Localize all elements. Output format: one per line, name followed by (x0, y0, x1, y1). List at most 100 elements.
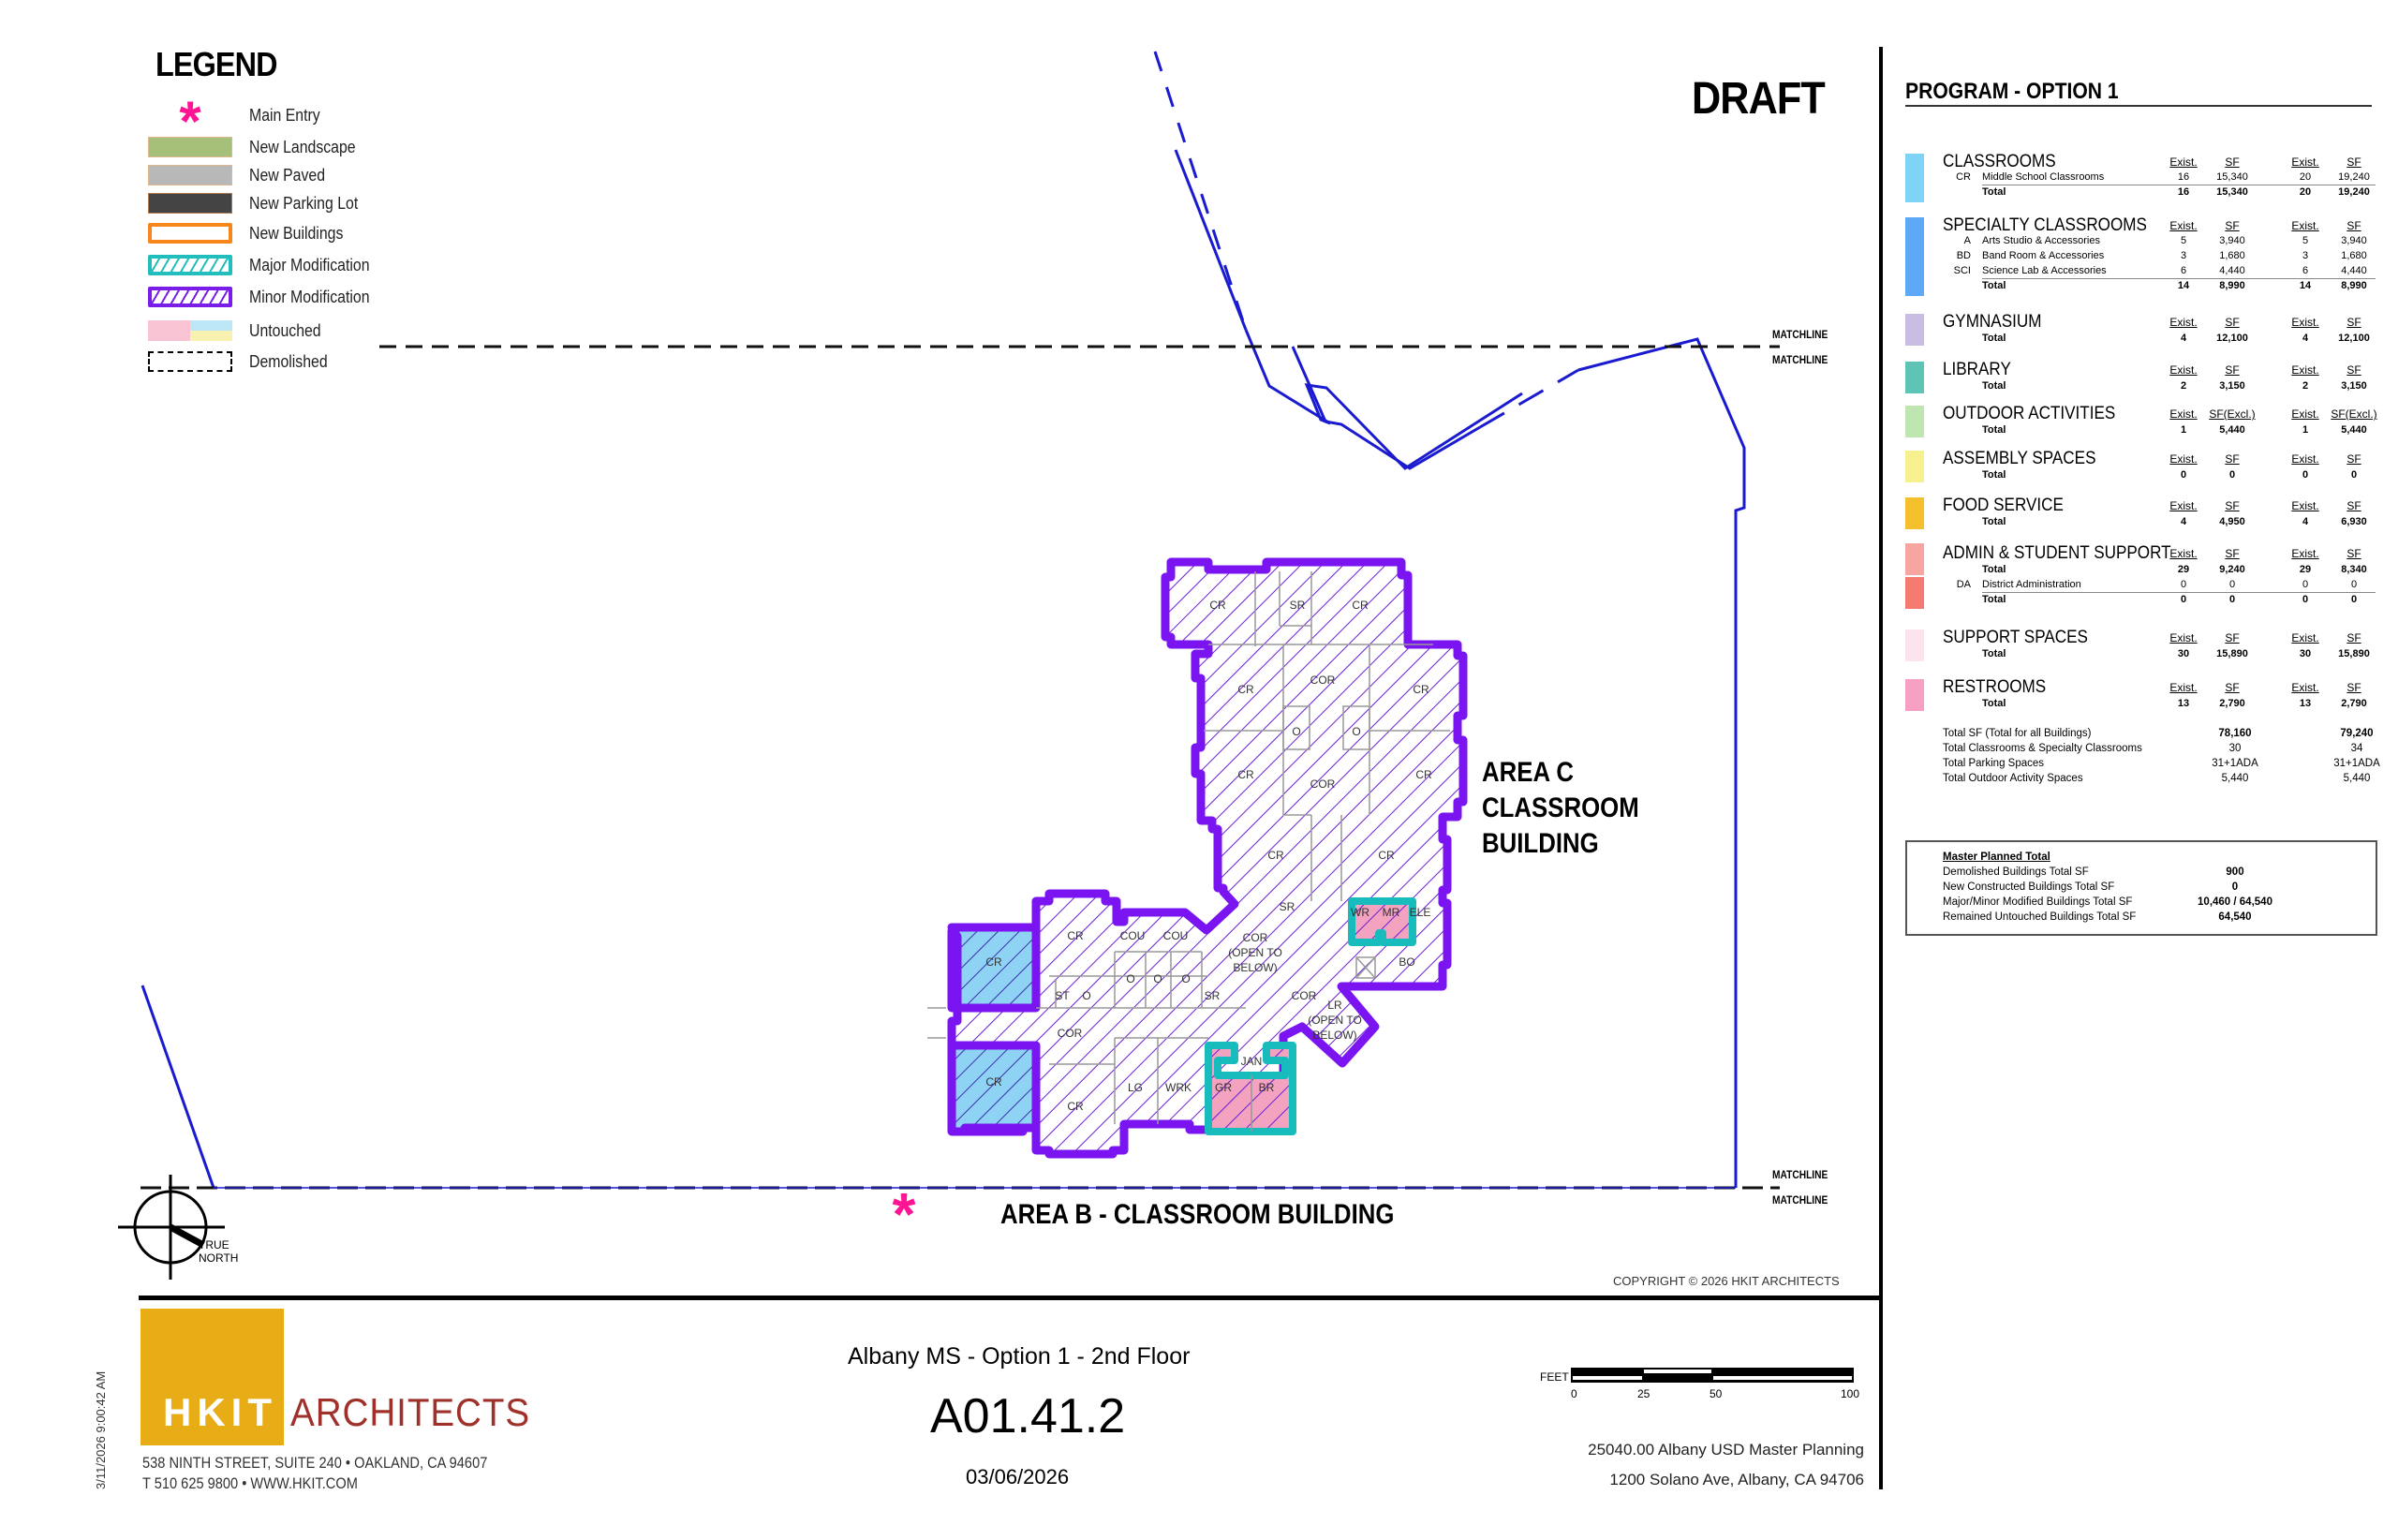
svg-text:COU: COU (1163, 929, 1189, 942)
svg-text:CR: CR (1413, 683, 1429, 696)
svg-text:COR: COR (1058, 1027, 1083, 1040)
svg-text:BO: BO (1399, 955, 1414, 969)
site-boundary (141, 51, 1746, 1189)
svg-text:SR: SR (1280, 900, 1295, 913)
restroom-gr-br (1205, 1042, 1296, 1135)
matchline-label-top-upper: MATCHLINE (1772, 328, 1828, 341)
svg-text:JAN: JAN (1241, 1055, 1263, 1068)
matchline-label-top-lower: MATCHLINE (1772, 353, 1828, 366)
svg-text:CR: CR (1237, 683, 1254, 696)
legend-item-new-landscape: New Landscape (148, 135, 370, 159)
svg-text:SR: SR (1290, 599, 1306, 612)
svg-text:CR: CR (1067, 929, 1084, 942)
scale-unit: FEET (1540, 1370, 1569, 1384)
room-labels: CR SR CR CR COR CR O O CR COR CR CR CR SR CR CR C… (985, 599, 1432, 1113)
svg-text:(OPEN TO: (OPEN TO (1228, 946, 1282, 959)
site-plan-drawing: CR SR CR CR COR CR O O CR COR CR CR CR SR CR CR C… (118, 51, 1780, 1280)
legend-item-minor-modification: Minor Modification (148, 285, 386, 309)
legend-label: Major Modification (249, 255, 370, 274)
svg-text:CR: CR (1209, 599, 1226, 612)
legend-label: Demolished (249, 351, 328, 371)
north-arrow-icon (118, 1175, 225, 1280)
firm-contact: T 510 625 9800 • WWW.HKIT.COM (142, 1474, 358, 1492)
legend-label: Minor Modification (249, 287, 370, 306)
svg-text:COU: COU (1120, 929, 1146, 942)
main-entry-asterisk-icon: * (893, 1180, 916, 1248)
category-name: CLASSROOMS (1943, 152, 2056, 171)
specialty-color-swatch (1905, 217, 1924, 296)
svg-text:O: O (1292, 725, 1300, 738)
svg-text:LG: LG (1128, 1081, 1143, 1094)
svg-text:CR: CR (1237, 768, 1254, 781)
svg-text:CR: CR (1267, 849, 1284, 862)
logo-hkit-text: HKIT (163, 1390, 277, 1434)
svg-text:BELOW): BELOW) (1233, 961, 1277, 974)
restroom-wr-mr (1348, 897, 1416, 946)
svg-text:WR: WR (1351, 906, 1369, 919)
landscape-swatch-icon (148, 137, 232, 157)
paved-swatch-icon (148, 165, 232, 185)
blue-classroom-lower (947, 1041, 1041, 1136)
master-planned-title: Master Planned Total (1943, 851, 2050, 863)
firm-address: 538 NINTH STREET, SUITE 240 • OAKLAND, C… (142, 1454, 488, 1472)
svg-text:SR: SR (1205, 989, 1221, 1002)
master-planned-total-box (1905, 840, 2377, 936)
svg-text:LR: LR (1327, 999, 1342, 1012)
legend-label: New Landscape (249, 137, 356, 156)
svg-text:GR: GR (1215, 1081, 1232, 1094)
scale-bar (1571, 1368, 1854, 1383)
project-address: 1200 Solano Ave, Albany, CA 94706 (1609, 1471, 1864, 1488)
program-title-rule (1905, 105, 2372, 107)
svg-text:O: O (1126, 972, 1134, 985)
area-c-label: AREA C CLASSROOM BUILDING (1482, 757, 1639, 859)
title-block-divider (139, 1296, 1883, 1300)
legend-title: LEGEND (155, 45, 278, 83)
svg-text:O: O (1153, 972, 1162, 985)
interior-walls (927, 571, 1450, 1124)
svg-text:COR: COR (1310, 777, 1336, 791)
sheet-date: 03/06/2026 (966, 1465, 1070, 1488)
scale-tick-50: 50 (1710, 1387, 1723, 1400)
area-b-label: AREA B - CLASSROOM BUILDING (1000, 1199, 1395, 1230)
legend-label: Main Entry (249, 105, 320, 125)
project-name: 25040.00 Albany USD Master Planning (1588, 1441, 1864, 1459)
logo-architects-text: ARCHITECTS (290, 1390, 531, 1434)
svg-text:WRK: WRK (1165, 1081, 1192, 1094)
svg-text:CR: CR (985, 955, 1002, 969)
legend-item-untouched: Untouched (148, 318, 331, 343)
true-north-label: TRUE NORTH (199, 1238, 239, 1265)
svg-text:CR: CR (1067, 1100, 1084, 1113)
copyright: COPYRIGHT © 2026 HKIT ARCHITECTS (1613, 1274, 1840, 1288)
hkit-logo-block (141, 1309, 284, 1445)
legend-item-major-modification: Major Modification (148, 253, 386, 277)
new-building-swatch-icon (148, 223, 232, 244)
svg-text:(OPEN TO: (OPEN TO (1308, 1014, 1362, 1027)
svg-text:COR: COR (1243, 931, 1268, 944)
svg-text:COR: COR (1292, 989, 1317, 1002)
scale-tick-100: 100 (1841, 1387, 1860, 1400)
program-title: PROGRAM - OPTION 1 (1905, 79, 2119, 104)
svg-text:CR: CR (1378, 849, 1395, 862)
svg-text:O: O (1082, 989, 1090, 1002)
district-admin-color-swatch (1905, 577, 1924, 609)
draft-stamp: DRAFT (1692, 74, 1826, 124)
svg-text:COR: COR (1310, 674, 1336, 687)
svg-text:CR: CR (1415, 768, 1432, 781)
legend-label: New Buildings (249, 223, 344, 243)
svg-text:ELE: ELE (1410, 906, 1431, 919)
legend-label: Untouched (249, 320, 321, 340)
matchline-label-bottom-upper: MATCHLINE (1772, 1168, 1828, 1181)
svg-text:BR: BR (1259, 1081, 1275, 1094)
print-timestamp: 3/11/2026 9:00:42 AM (94, 1370, 108, 1489)
classrooms-color-swatch (1905, 154, 1924, 202)
svg-text:ST: ST (1055, 989, 1070, 1002)
blue-classroom-upper (947, 923, 1041, 1013)
major-mod-swatch-icon (148, 255, 232, 275)
scale-tick-25: 25 (1637, 1387, 1650, 1400)
svg-text:CR: CR (1352, 599, 1369, 612)
sheet-subtitle: Albany MS - Option 1 - 2nd Floor (848, 1343, 1191, 1370)
minor-mod-swatch-icon (148, 287, 232, 307)
svg-text:CR: CR (985, 1075, 1002, 1088)
untouched-swatch-icon (148, 320, 232, 341)
legend-item-new-buildings: New Buildings (148, 221, 356, 245)
